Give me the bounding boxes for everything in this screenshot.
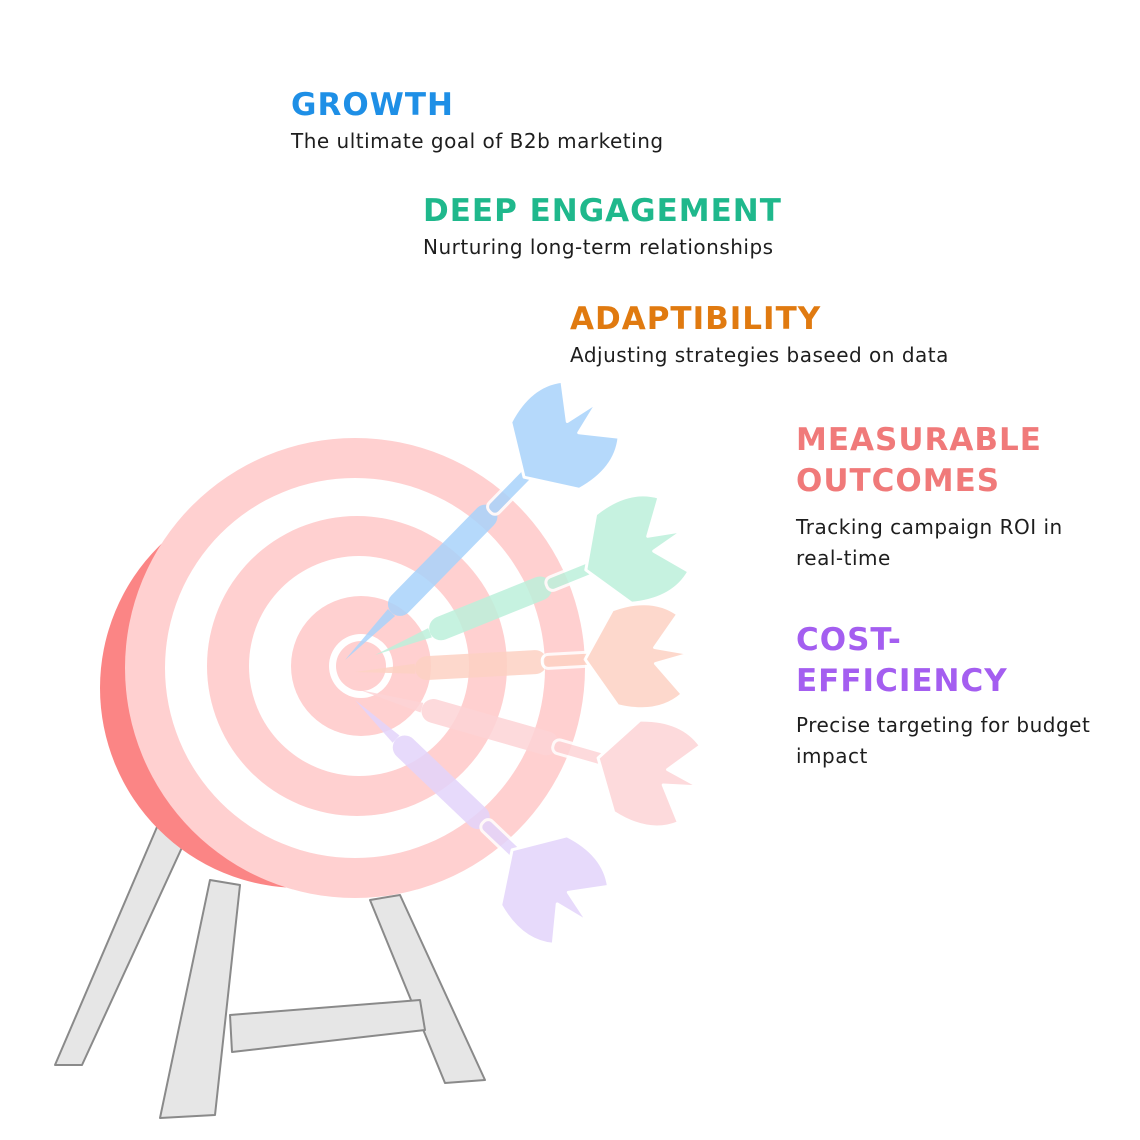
goal-title: GROWTH [291,87,454,123]
dart [355,602,692,711]
dart-barrel [392,735,490,830]
dart-barrel [415,650,548,681]
dart-flight [584,493,691,605]
goal-description: The ultimate goal of B2b marketing [291,129,664,153]
darts [345,379,702,946]
dart-barrel [429,576,552,641]
dart-needle [355,700,400,743]
dart-needle [375,628,432,655]
stand [54,819,486,1119]
dart-needle [345,609,396,660]
dart-needle [355,663,416,674]
goal-growth: GROWTH The ultimate goal of B2b marketin… [291,84,664,157]
goal-deep-engagement: DEEP ENGAGEMENT Nurturing long-term rela… [423,190,782,263]
dart-flight [596,718,702,829]
goal-cost-efficiency: COST-EFFICIENCY Precise targeting for bu… [796,620,1096,772]
goal-adaptability: ADAPTIBILITY Adjusting strategies baseed… [570,298,949,371]
stand-leg-left-front [159,879,241,1119]
goal-description: Adjusting strategies baseed on data [570,343,949,367]
dart-flight [509,379,621,491]
dart [355,700,610,946]
dart [345,379,621,660]
goal-description: Nurturing long-term relationships [423,235,774,259]
dart-barrel [387,504,498,616]
board-bullseye [336,641,386,691]
goal-title: ADAPTIBILITY [570,301,822,337]
dart-flight [583,602,692,711]
dart [375,493,691,655]
goal-title: DEEP ENGAGEMENT [423,193,782,229]
dart [360,690,702,829]
dart-flight [499,834,610,946]
dart-barrel [421,698,559,756]
goal-description: Precise targeting for budget impact [796,713,1091,768]
goal-title: MEASURABLE OUTCOMES [796,422,1042,499]
dart-needle [360,690,424,713]
stand-leg-right [369,894,486,1084]
goal-measurable-outcomes: MEASURABLE OUTCOMES Tracking campaign RO… [796,420,1096,574]
goal-description: Tracking campaign ROI in real-time [796,515,1063,570]
goal-title: COST-EFFICIENCY [796,622,1008,699]
stand-leg-left-back [54,819,191,1066]
stand-crossbar [229,999,426,1053]
